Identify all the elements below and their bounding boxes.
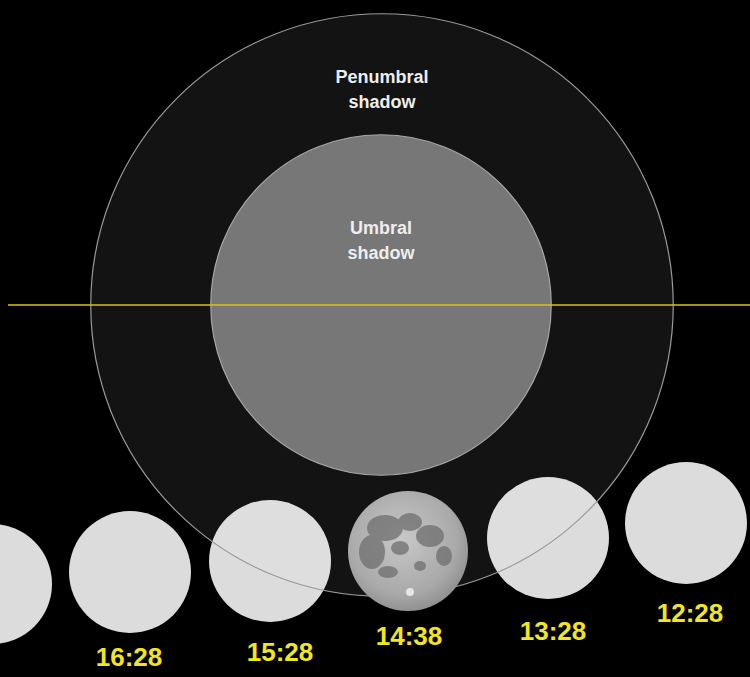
shadow-label: Penumbral shadow xyxy=(327,65,437,115)
moon-disc xyxy=(348,491,468,611)
time-label: 12:28 xyxy=(657,598,724,628)
shadow-disc xyxy=(91,14,674,597)
ecliptic-line xyxy=(8,304,750,305)
moon-disc xyxy=(69,511,191,633)
shadow-outline xyxy=(210,134,552,476)
time-label: 13:28 xyxy=(520,616,587,646)
time-label: 15:28 xyxy=(247,637,314,667)
shadow-disc xyxy=(211,135,552,476)
time-label: 16:28 xyxy=(96,642,163,672)
umbral-shadow-circle: Umbral shadow xyxy=(210,134,552,476)
lunar-maria xyxy=(359,513,452,578)
penumbral-shadow-circle: Penumbral shadowUmbral shadow xyxy=(90,13,674,597)
shadow-label: Umbral shadow xyxy=(326,216,436,266)
time-label: 14:38 xyxy=(376,621,443,651)
moon-disc xyxy=(625,462,747,584)
full-moon-photo xyxy=(348,491,468,611)
crater xyxy=(406,588,414,596)
moon-disc xyxy=(0,524,52,644)
